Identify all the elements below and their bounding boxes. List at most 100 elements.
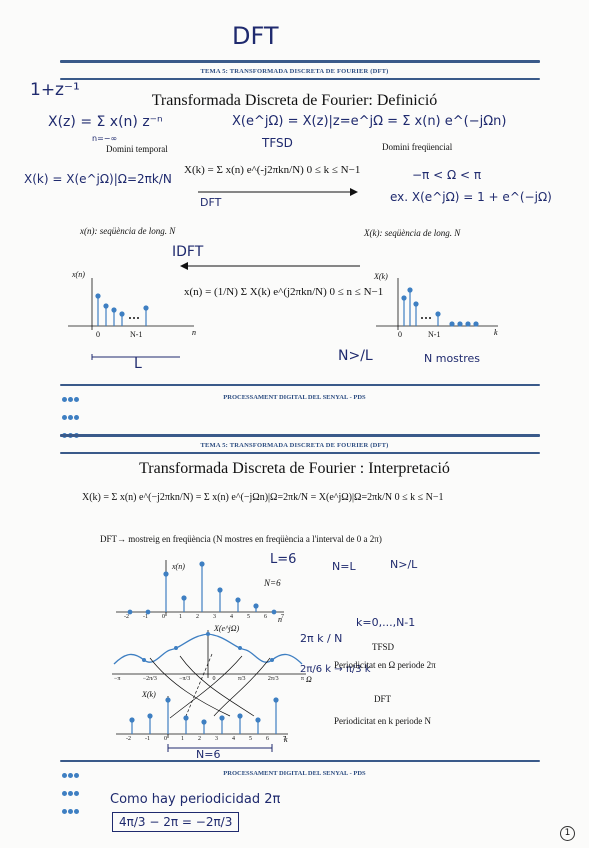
k-tick: -1	[145, 736, 150, 742]
k-tick: 4	[232, 736, 235, 742]
hand-L6: L=6	[270, 552, 297, 567]
hand-boxed-eq: 4π/3 − 2π = −2π/3	[112, 812, 240, 832]
s2-omega-ticks: −π −2π/3 −π/3 0 π/3 2π/3 π	[114, 676, 304, 682]
slide1-header: TEMA 5: TRANSFORMADA DISCRETA DE FOURIER…	[200, 68, 389, 75]
omega-tick: −2π/3	[142, 676, 157, 682]
omega-tick: −π/3	[179, 676, 191, 682]
xk-k-label: k	[494, 328, 498, 337]
n-tick: 2	[196, 614, 199, 620]
s2-N6: N=6	[264, 578, 281, 588]
omega-axis: Ω	[306, 675, 312, 684]
hand-n-samples: N mostres	[424, 352, 480, 365]
hand-two-pi-6: 2π/6 k → π/3 k	[300, 664, 371, 675]
label-freq-domain: Domini freqüencial	[382, 142, 453, 152]
slide2-top-bar	[60, 434, 540, 437]
s2-xejw-curve: Ω	[112, 630, 312, 684]
page-number: 1	[560, 826, 575, 841]
s2-xejw-label: X(e^jΩ)	[214, 624, 240, 633]
dft-desc: DFT→ mostreig en freqüència (N mostres e…	[100, 534, 382, 544]
xn-tick-0: 0	[96, 330, 100, 339]
xn-n-label: n	[192, 328, 196, 337]
xk-axis-label: X(k)	[374, 272, 388, 281]
n-tick: 0	[162, 614, 165, 620]
dft-equation: X(k) = Σ x(n) e^(-j2πkn/N) 0 ≤ k ≤ N−1	[184, 164, 361, 176]
hand-length-L: L	[134, 356, 142, 372]
xk-tick-n1: N-1	[428, 330, 441, 339]
omega-tick: −π	[114, 676, 121, 682]
s2-n-ticks: -2 -1 0 1 2 3 4 5 6 7	[124, 614, 284, 620]
idft-arrow	[180, 262, 360, 270]
hand-sum-limits: n=−∞	[92, 134, 118, 143]
slide1-title: Transformada Discreta de Fourier: Defini…	[151, 92, 438, 109]
omega-tick: 0	[212, 676, 216, 682]
s2-k-ticks: -2 -1 0 1 2 3 4 5 6 7	[126, 736, 286, 742]
s2-k-axis: k	[284, 735, 288, 744]
slide1-header-rule	[60, 78, 540, 80]
k-tick: 7	[283, 736, 286, 742]
n-tick: 6	[264, 614, 267, 620]
s2-dft: DFT	[374, 694, 392, 704]
s2-xn-stem-plot: n	[116, 560, 284, 624]
slide2-footer-rule	[60, 760, 540, 762]
s2-period-omega: Periodicitat en Ω periode 2π	[334, 660, 436, 670]
k-tick: 2	[198, 736, 201, 742]
hand-range-note: −π < Ω < π	[412, 168, 482, 182]
s2-period-k: Periodicitat en k periode N	[334, 716, 431, 726]
s2-tfsd: TFSD	[372, 642, 395, 652]
hand-NL: N=L	[332, 560, 356, 573]
hand-eq-sample: X(k) = X(e^jΩ)|Ω=2πk/N	[24, 172, 172, 186]
omega-tick: π	[300, 676, 304, 682]
omega-tick: π/3	[237, 676, 246, 682]
xk-caption: X(k): seqüència de long. N	[364, 228, 461, 238]
xn-stem-plot: n	[68, 278, 196, 337]
hand-como-hay: Como hay periodicidad 2π	[110, 792, 281, 807]
k-tick: -2	[126, 736, 131, 742]
hand-example: ex. X(e^jΩ) = 1 + e^(−jΩ)	[390, 190, 552, 204]
xn-axis-label: x(n)	[72, 270, 85, 279]
hand-N-ge-L: N>/L	[390, 558, 418, 571]
n-tick: 7	[281, 614, 284, 620]
n-tick: -1	[143, 614, 148, 620]
hand-label-dft: DFT	[200, 196, 222, 209]
n-tick: 5	[247, 614, 250, 620]
slide2-main-eq: X(k) = Σ x(n) e^(−j2πkn/N) = Σ x(n) e^(−…	[82, 492, 444, 503]
k-tick: 3	[215, 736, 218, 742]
idft-equation: x(n) = (1/N) Σ X(k) e^(j2πkn/N) 0 ≤ n ≤ …	[184, 286, 384, 298]
s2-xk-label: X(k)	[142, 690, 156, 699]
slide2-footer: PROCESSAMENT DIGITAL DEL SENYAL - PDS	[223, 770, 366, 777]
length-L-bracket	[91, 354, 180, 360]
xn-caption: x(n): seqüència de long. N	[80, 226, 176, 236]
slide1-footer-rule	[60, 384, 540, 386]
k-tick: 5	[249, 736, 252, 742]
n-tick: 4	[230, 614, 233, 620]
s2-xn-label: x(n)	[172, 562, 185, 571]
hand-N6-bottom: N=6	[196, 748, 221, 761]
hand-eq-z: X(z) = Σ x(n) z⁻ⁿ	[48, 114, 163, 130]
k-tick: 0	[164, 736, 167, 742]
s2-N6-bracket	[167, 744, 273, 752]
s2-mapping-arrows	[149, 653, 271, 719]
label-time-domain: Domini temporal	[106, 144, 168, 154]
hand-label-idft: IDFT	[172, 244, 204, 260]
slide2-title: Transformada Discreta de Fourier : Inter…	[139, 460, 450, 477]
slide2-header-rule	[60, 452, 540, 454]
omega-tick: 2π/3	[267, 676, 279, 682]
k-tick: 1	[181, 736, 184, 742]
xk-tick-0: 0	[398, 330, 402, 339]
slide2-logo-dots	[62, 766, 84, 814]
n-tick: -2	[124, 614, 129, 620]
s2-xk-stem-plot: k	[116, 696, 288, 744]
n-tick: 1	[179, 614, 182, 620]
hand-note-1z: 1+z⁻¹	[30, 80, 80, 100]
hand-eq-tfsd: X(e^jΩ) = X(z)|z=e^jΩ = Σ x(n) e^(−jΩn)	[232, 114, 507, 129]
hand-cond: N>/L	[338, 348, 373, 364]
s2-n-axis: n	[278, 615, 282, 624]
slide2-header: TEMA 5: TRANSFORMADA DISCRETA DE FOURIER…	[200, 442, 389, 449]
k-tick: 6	[266, 736, 269, 742]
hand-k-range: k=0,...,N-1	[356, 616, 416, 629]
n-tick: 3	[213, 614, 216, 620]
slide1-footer: PROCESSAMENT DIGITAL DEL SENYAL - PDS	[223, 394, 366, 401]
slide1-top-bar	[60, 60, 540, 63]
xk-stem-plot: k	[376, 278, 498, 337]
hand-two-pi-k: 2π k / N	[300, 632, 343, 645]
